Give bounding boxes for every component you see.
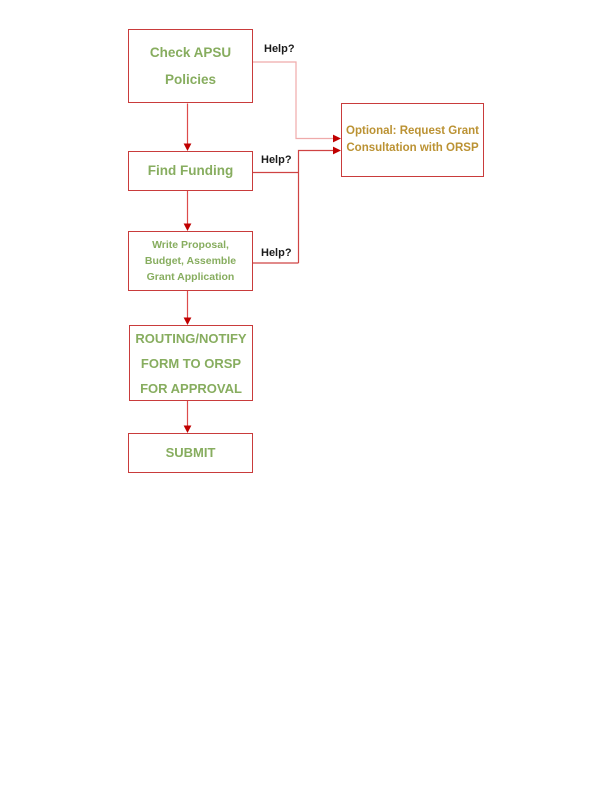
node-routing-notify-form: ROUTING/NOTIFY FORM TO ORSP FOR APPROVAL — [129, 325, 253, 401]
node-find-funding: Find Funding — [128, 151, 253, 191]
node-optional-consultation: Optional: Request Grant Consultation wit… — [341, 103, 484, 177]
help-label-write: Help? — [261, 247, 292, 259]
node-label: Check APSU Policies — [149, 45, 232, 87]
node-write-proposal: Write Proposal, Budget, Assemble Grant A… — [128, 231, 253, 291]
node-check-apsu-policies: Check APSU Policies — [128, 29, 253, 103]
node-submit: SUBMIT — [128, 433, 253, 473]
node-label: Find Funding — [147, 163, 234, 178]
node-label: Write Proposal, Budget, Assemble Grant A… — [144, 239, 237, 283]
arrow-find-to-write — [183, 191, 192, 231]
node-label: SUBMIT — [165, 445, 216, 460]
arrow-write-to-routing — [183, 291, 192, 325]
arrow-check-to-find — [183, 103, 192, 151]
node-label: ROUTING/NOTIFY FORM TO ORSP FOR APPROVAL — [135, 330, 247, 396]
node-label: Optional: Request Grant Consultation wit… — [346, 124, 479, 155]
arrow-check-to-optional — [253, 61, 341, 143]
help-label-find: Help? — [261, 154, 292, 166]
arrow-routing-to-submit — [183, 401, 192, 433]
help-label-check: Help? — [264, 43, 295, 55]
